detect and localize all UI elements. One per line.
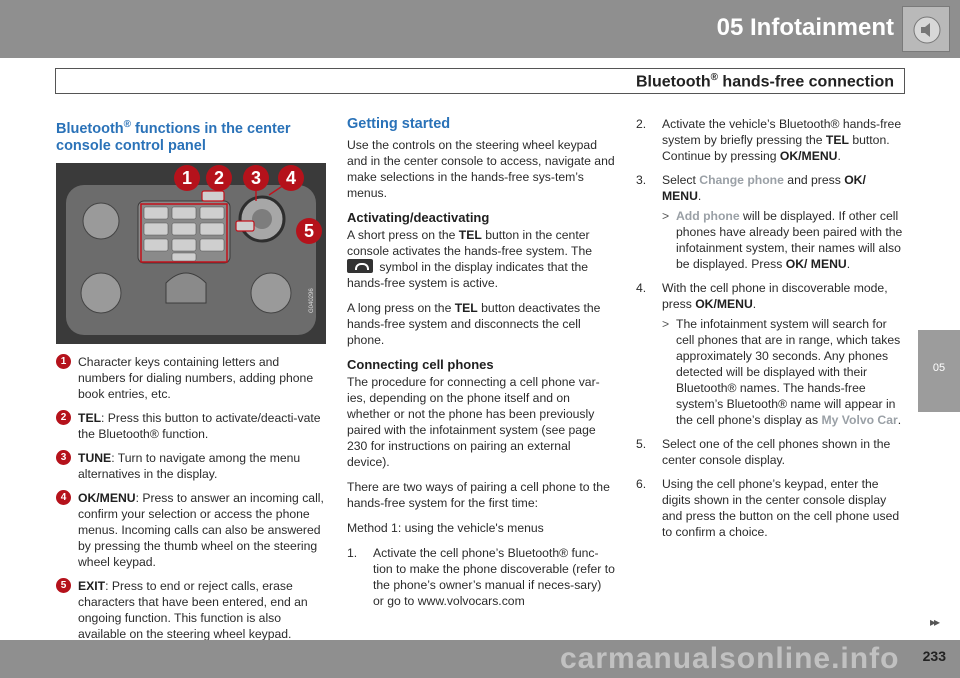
photo-code: G040296 [309, 288, 315, 313]
step-3-result: >Add phone will be displayed. If other c… [662, 209, 903, 271]
two-ways-paragraph: There are two ways of pairing a cell pho… [347, 480, 610, 510]
step-1: 1.Activate the cell phone’s Bluetooth® f… [347, 546, 615, 608]
callout-badge-1: 1 [174, 164, 200, 191]
page-number: 233 [922, 648, 946, 664]
chapter-side-tab: 05 [918, 330, 960, 412]
deactivate-paragraph: A long press on the TEL button deactivat… [347, 301, 601, 347]
callout-dot: 2 [56, 409, 71, 425]
console-heading: Bluetooth® functions in the center conso… [56, 119, 291, 154]
phone-icon [347, 259, 373, 273]
method1-paragraph: Method 1: using the vehicle's menus [347, 521, 544, 535]
step-2: 2.Activate the vehicle’s Bluetooth® hand… [636, 117, 902, 163]
callout-dot: 1 [56, 353, 71, 369]
section-bar: Bluetooth® hands-free connection [55, 68, 905, 94]
callout-dot: 5 [56, 577, 71, 593]
step-4: 4.With the cell phone in discoverable mo… [636, 280, 908, 428]
next-page-arrows: ▸▸ [929, 615, 940, 629]
callout-badge-5: 5 [296, 217, 322, 244]
column-getting-started: Getting started Use the controls on the … [347, 116, 615, 617]
console-photo: 1 2 3 4 5 G040296 [56, 162, 326, 344]
intro-paragraph: Use the controls on the steering wheel k… [347, 138, 615, 200]
speaker-icon-box [902, 6, 950, 52]
callout-badge-2: 2 [206, 164, 232, 191]
step-4-result: >The infotainment system will search for… [662, 317, 902, 427]
getting-started-heading: Getting started [347, 116, 451, 132]
step-5: 5.Select one of the cell phones shown in… [636, 437, 891, 467]
watermark: carmanualsonline.info [560, 642, 900, 675]
chapter-title: 05 Infotainment [716, 14, 894, 41]
header-band: 05 Infotainment [0, 0, 960, 58]
step-6: 6.Using the cell phone’s keypad, enter t… [636, 477, 900, 539]
callout-dot: 4 [56, 489, 71, 505]
activate-paragraph: A short press on the TEL button in the c… [347, 228, 593, 290]
speaker-icon [913, 16, 941, 44]
callout-badge-4: 4 [278, 164, 304, 191]
side-tab-label: 05 [932, 362, 946, 374]
console-illustration [56, 162, 326, 344]
connect-paragraph: The procedure for connecting a cell phon… [347, 375, 600, 469]
section-title: Bluetooth® hands-free connection [635, 72, 894, 91]
column-console-functions: Bluetooth® functions in the center conso… [56, 116, 326, 650]
connecting-heading: Connecting cell phones [347, 357, 494, 372]
activating-heading: Activating/deactivating [347, 210, 490, 225]
step-3: 3.Select Change phone and press OK/ MENU… [636, 172, 908, 272]
callout-dot: 3 [56, 449, 71, 465]
callout-badge-3: 3 [243, 164, 269, 191]
column-steps: 2.Activate the vehicle’s Bluetooth® hand… [636, 116, 908, 548]
footer-band [0, 640, 960, 678]
